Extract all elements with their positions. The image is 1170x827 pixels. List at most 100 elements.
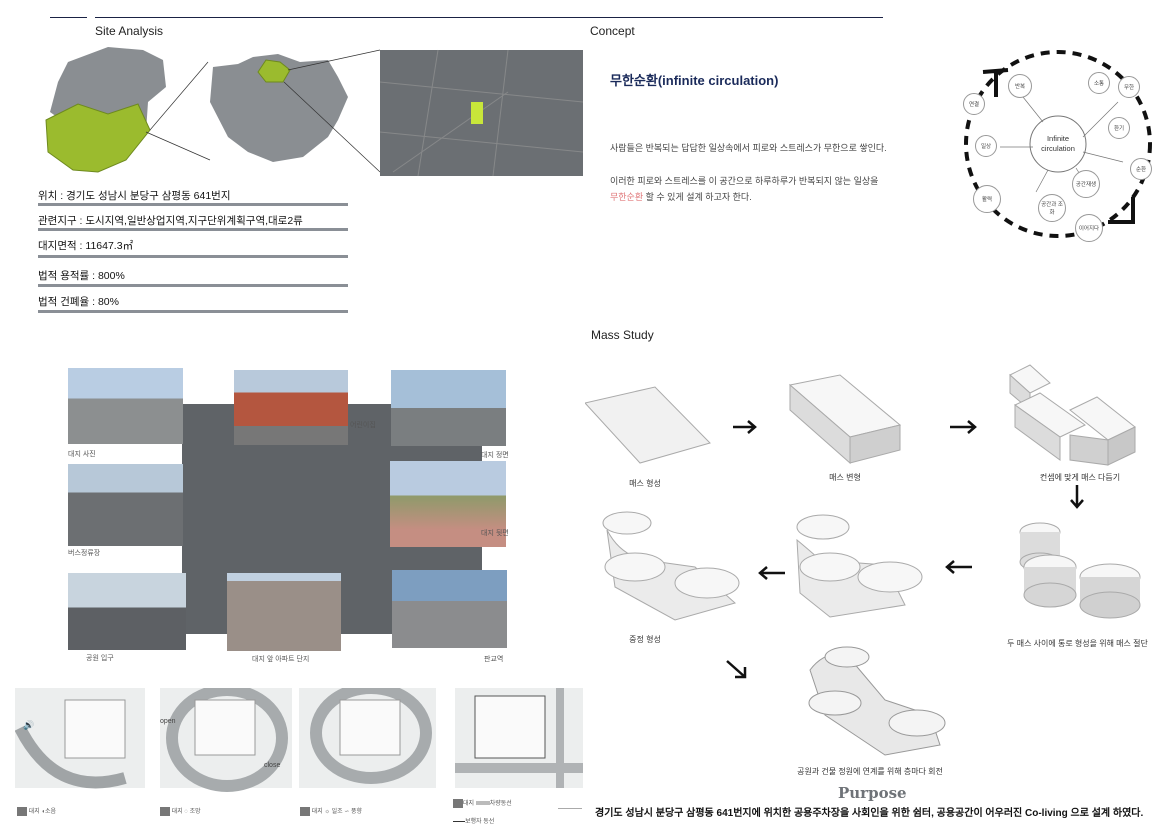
- legend-label: 조망: [189, 809, 201, 815]
- node-hwangi: 환기: [1108, 117, 1130, 139]
- mass-step-1-label: 매스 형성: [629, 479, 661, 488]
- photo-pangyo-station: [392, 570, 507, 648]
- sun-icon: ☼: [324, 809, 330, 815]
- mass-step-5-label: 중정 형성: [629, 635, 661, 644]
- view-icon: ◌: [184, 809, 188, 815]
- photo-bus-stop: [68, 464, 183, 546]
- city-map-outline: [210, 54, 348, 162]
- photo-front: [391, 370, 506, 446]
- legend-label: 일조: [331, 809, 343, 815]
- arrow-diag-icon: [726, 660, 747, 679]
- purpose-title: Purpose: [838, 784, 907, 802]
- legend-pedestrian: 보행자 동선: [453, 816, 494, 825]
- node-sunhwan: 순환: [1130, 158, 1152, 180]
- legend-line: [475, 801, 490, 806]
- info-area: 대지면적 : 11647.3㎡: [38, 240, 134, 252]
- caption-back: 대지 뒷편: [481, 530, 509, 537]
- mass-study-diagrams: [585, 364, 1141, 756]
- legend-label: 소음: [45, 809, 57, 815]
- caption-pangyo-station: 판교역: [484, 656, 504, 663]
- top-rule-left: [50, 17, 87, 18]
- photo-daycare: [234, 370, 348, 445]
- mass-study-title: Mass Study: [591, 328, 654, 342]
- infinite-loop-ring: [964, 50, 1152, 238]
- loop-arrow-icon: [982, 68, 1009, 97]
- node-ilsang: 일상: [975, 135, 997, 157]
- node-vitality: 활력: [973, 185, 1001, 213]
- concept-paragraph-2a: 이러한 피로와 스트레스를 이 공간으로 하루하루가 반복되지 않는 일상을: [610, 176, 879, 186]
- legend-swatch: [300, 806, 310, 816]
- node-connect: 이어지다: [1075, 214, 1103, 242]
- legend-label: 대지: [171, 809, 183, 815]
- concept-center-circle: [1029, 115, 1087, 173]
- arrow-right-icon: [733, 420, 757, 434]
- legend-swatch: [160, 806, 170, 816]
- mass-step-6-label: 공원과 건물 정원에 연계를 위해 층마다 회전: [797, 767, 943, 776]
- legend-label: 보행자 동선: [465, 819, 495, 825]
- node-harmony: 공간과 조화: [1038, 194, 1066, 222]
- info-divider: [38, 255, 348, 258]
- concept-paragraph-1: 사람들은 반복되는 답답한 일상속에서 피로와 스트레스가 무한으로 쌓인다.: [610, 143, 887, 153]
- info-divider: [38, 203, 348, 206]
- caption-daycare: 어린이집: [350, 422, 376, 429]
- caption-park-entrance: 공원 입구: [86, 655, 114, 662]
- region-map-highlight: [45, 103, 151, 173]
- caption-front: 대지 정면: [481, 452, 509, 459]
- photo-site: [68, 368, 183, 444]
- node-yeongyeol: 연결: [963, 93, 985, 115]
- concept-paragraph-2b-text: 할 수 있게 설계 하고자 한다.: [643, 192, 752, 202]
- node-banbok: 반복: [1008, 74, 1032, 98]
- concept-highlight: 무한순환: [610, 192, 644, 202]
- caption-bus-stop: 버스정류장: [68, 550, 101, 557]
- legend-sun-wind: 대지 ☼ 일조 ∽ 풍향: [300, 806, 362, 816]
- mass-plane: [585, 386, 711, 464]
- legend-traffic: 대지 차량동선: [453, 798, 512, 808]
- info-location: 위치 : 경기도 성남시 분당구 삼평동 641번지: [38, 190, 231, 202]
- legend-noise: 대지 ◖소음: [17, 806, 56, 816]
- caption-apartment: 대지 앞 아파트 단지: [252, 656, 310, 663]
- site-location-maps: [45, 47, 583, 177]
- legend-label: 풍향: [350, 809, 363, 815]
- photo-back: [390, 461, 506, 547]
- top-rule-main: [95, 17, 883, 18]
- node-space-regen: 공간재생: [1072, 170, 1100, 198]
- arrow-down-icon: [1070, 485, 1084, 509]
- legend-view: 대지 ◌ 조망: [160, 806, 201, 816]
- site-diagrams: 🔊: [15, 688, 583, 792]
- info-district: 관련지구 : 도시지역,일반상업지역,지구단위계획구역,대로2류: [38, 215, 303, 227]
- legend-line: [453, 820, 465, 822]
- sound-icon: ◖: [41, 809, 46, 815]
- concept-heading: 무한순환(infinite circulation): [610, 73, 779, 88]
- concept-paragraph-2b: 무한순환 할 수 있게 설계 하고자 한다.: [610, 190, 752, 203]
- info-divider: [38, 284, 348, 287]
- info-bcr: 법적 건폐율 : 80%: [38, 296, 119, 308]
- arrow-right-icon: [950, 420, 977, 434]
- concept-title: Concept: [590, 24, 635, 38]
- site-marker: [471, 102, 483, 124]
- sound-icon: 🔊: [23, 719, 34, 731]
- concept-diagram: [964, 50, 1152, 238]
- mass-step-4-label: 두 매스 사이에 통로 형성을 위해 매스 절단: [1007, 639, 1148, 648]
- mass-step-2-label: 매스 변형: [829, 473, 861, 482]
- wind-icon: ∽: [344, 809, 350, 815]
- caption-site-photo: 대지 사진: [68, 451, 96, 458]
- mass-step-3-label: 컨셉에 맞게 매스 다듬기: [1039, 473, 1121, 482]
- legend-label: 차량동선: [489, 801, 512, 807]
- arrow-left-icon: [945, 560, 972, 574]
- concept-center-label: Infinite circulation: [1041, 134, 1075, 153]
- legend-swatch: [453, 798, 463, 808]
- label-open: open: [160, 718, 176, 725]
- photo-apartment: [227, 573, 341, 651]
- loop-arrow-icon: [1108, 197, 1135, 224]
- purpose-rule: [558, 808, 582, 809]
- info-divider: [38, 228, 348, 231]
- info-far: 법적 용적률 : 800%: [38, 270, 125, 282]
- legend-label: 대지: [463, 801, 475, 807]
- city-map-highlight: [257, 59, 291, 83]
- photo-park-entrance: [68, 573, 186, 650]
- label-close: close: [264, 762, 281, 769]
- info-divider: [38, 310, 348, 313]
- legend-swatch: [17, 806, 27, 816]
- node-muhan: 무한: [1118, 76, 1140, 98]
- legend-label: 대지: [28, 809, 40, 815]
